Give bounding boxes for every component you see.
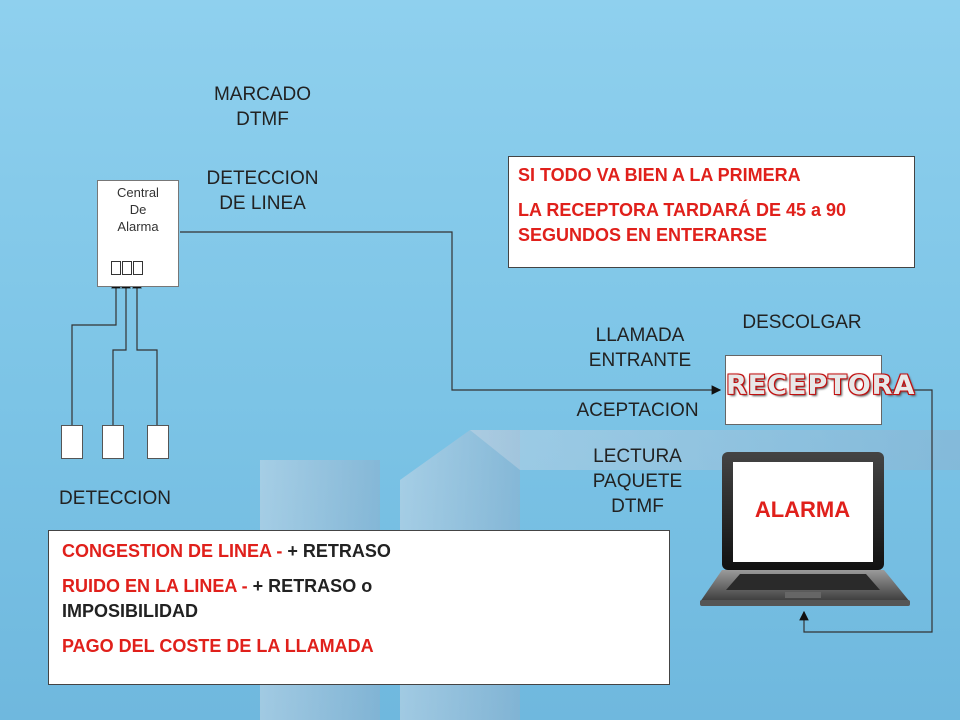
info-top-line1: SI TODO VA BIEN A LA PRIMERA — [518, 165, 801, 185]
label-deteccion-linea: DETECCION DE LINEA — [206, 168, 319, 214]
line-central-receptora — [180, 231, 722, 395]
info-box-primera: SI TODO VA BIEN A LA PRIMERA LA RECEPTOR… — [508, 156, 915, 268]
ruido-text: RUIDO EN LA LINEA - — [62, 576, 253, 596]
line-sensor2 — [112, 278, 131, 425]
label-llamada-entrante: LLAMADA ENTRANTE — [588, 325, 692, 371]
central-de-alarma: Central De Alarma — [97, 180, 179, 287]
sensor-2 — [102, 425, 124, 459]
sensor-1 — [61, 425, 83, 459]
congestion-effect: + RETRASO — [287, 541, 391, 561]
info-box-problemas: CONGESTION DE LINEA - + RETRASO RUIDO EN… — [48, 530, 670, 685]
line-sensor3 — [132, 278, 158, 425]
line-sensor1 — [71, 278, 121, 425]
label-marcado-dtmf: MARCADO DTMF — [213, 84, 312, 130]
central-ports — [111, 261, 144, 275]
label-descolgar: DESCOLGAR — [742, 312, 862, 333]
label-deteccion: DETECCION — [59, 488, 171, 509]
sensor-3 — [147, 425, 169, 459]
central-line1: Central — [117, 185, 159, 200]
label-aceptacion: ACEPTACION — [576, 400, 699, 421]
ruido-effect: + RETRASO o IMPOSIBILIDAD — [62, 576, 373, 621]
info-item-pago: PAGO DEL COSTE DE LA LLAMADA — [62, 636, 374, 656]
central-line2: De — [129, 202, 147, 217]
central-line3: Alarma — [117, 219, 159, 234]
info-item-ruido: RUIDO EN LA LINEA - + RETRASO o IMPOSIBI… — [62, 574, 502, 624]
info-item-congestion: CONGESTION DE LINEA - + RETRASO — [62, 539, 656, 564]
congestion-text: CONGESTION DE LINEA - — [62, 541, 288, 561]
line-receptora-alarma — [799, 389, 933, 633]
alarma-label: ALARMA — [754, 497, 851, 522]
label-lectura-paquete: LECTURA PAQUETE DTMF — [592, 446, 683, 517]
info-top-line2: LA RECEPTORA TARDARÁ DE 45 a 90 SEGUNDOS… — [518, 200, 847, 245]
port-3 — [133, 261, 143, 275]
port-1 — [111, 261, 121, 275]
port-2 — [122, 261, 132, 275]
